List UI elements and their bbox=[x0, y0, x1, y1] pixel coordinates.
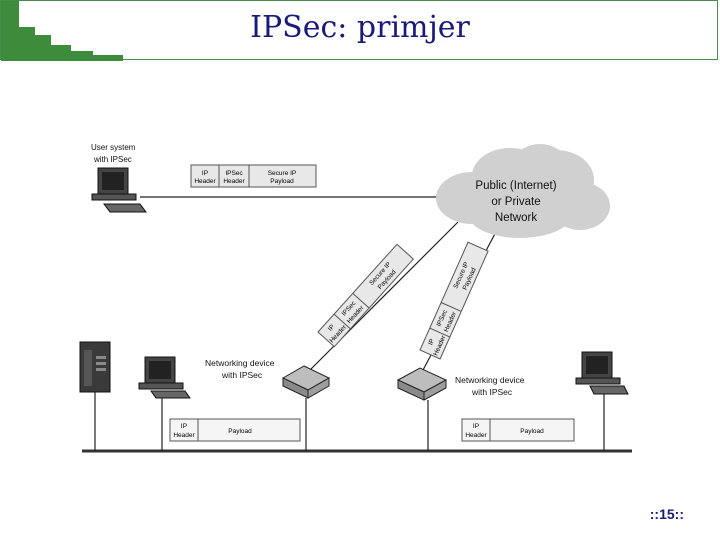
left-lan-packet: IP Header Payload bbox=[169, 418, 301, 442]
left-lan-computer-icon bbox=[138, 356, 191, 451]
svg-text:IP: IP bbox=[327, 323, 336, 332]
cloud-label-3: Network bbox=[495, 212, 537, 224]
svg-text:Payload: Payload bbox=[520, 428, 544, 435]
slide-title: IPSec: primjer bbox=[250, 10, 470, 45]
svg-text:IP: IP bbox=[181, 423, 187, 430]
title-decoration bbox=[1, 1, 123, 61]
right-lan-computer-icon bbox=[575, 351, 629, 451]
left-networking-device: Networking device with IPSec bbox=[205, 358, 331, 451]
svg-text:Header: Header bbox=[223, 178, 245, 185]
left-device-label-2: with IPSec bbox=[221, 370, 263, 380]
diagonal-packet-right: IP Header IPSec Header Secure IP Payload bbox=[419, 241, 489, 360]
svg-text:IP: IP bbox=[202, 170, 208, 177]
svg-text:Secure IP: Secure IP bbox=[268, 170, 297, 177]
svg-text:IP: IP bbox=[473, 423, 479, 430]
network-cloud: Public (Internet) or Private Network bbox=[436, 144, 610, 238]
cloud-label-1: Public (Internet) bbox=[475, 180, 556, 192]
svg-text:Header: Header bbox=[465, 432, 487, 439]
svg-text:IPSec: IPSec bbox=[225, 170, 243, 177]
user-system: User system with IPSec bbox=[91, 143, 147, 213]
top-ipsec-packet: IP Header IPSec Header Secure IP Payload bbox=[190, 164, 317, 188]
right-lan-packet: IP Header Payload bbox=[461, 418, 575, 442]
right-networking-device: Networking device with IPSec bbox=[396, 367, 525, 451]
left-device-label-1: Networking device bbox=[205, 358, 275, 368]
right-device-label-1: Networking device bbox=[455, 375, 525, 385]
page-number: ::15:: bbox=[649, 506, 684, 522]
svg-text:Payload: Payload bbox=[270, 178, 294, 185]
server-icon bbox=[79, 341, 111, 451]
cloud-label-2: or Private bbox=[491, 196, 540, 208]
svg-text:Header: Header bbox=[194, 178, 216, 185]
svg-text:Payload: Payload bbox=[228, 428, 252, 435]
link-left-device-cloud bbox=[307, 221, 459, 373]
diagonal-packet-left: IP Header IPSec Header Secure IP Payload bbox=[317, 243, 415, 348]
user-system-label-1: User system bbox=[91, 143, 136, 152]
svg-text:Header: Header bbox=[173, 432, 195, 439]
svg-text:IP: IP bbox=[427, 338, 436, 346]
computer-icon bbox=[91, 167, 147, 213]
title-bar bbox=[0, 0, 718, 61]
green-steps-decoration bbox=[1, 1, 123, 61]
user-system-label-2: with IPSec bbox=[93, 155, 132, 164]
right-device-label-2: with IPSec bbox=[471, 387, 513, 397]
